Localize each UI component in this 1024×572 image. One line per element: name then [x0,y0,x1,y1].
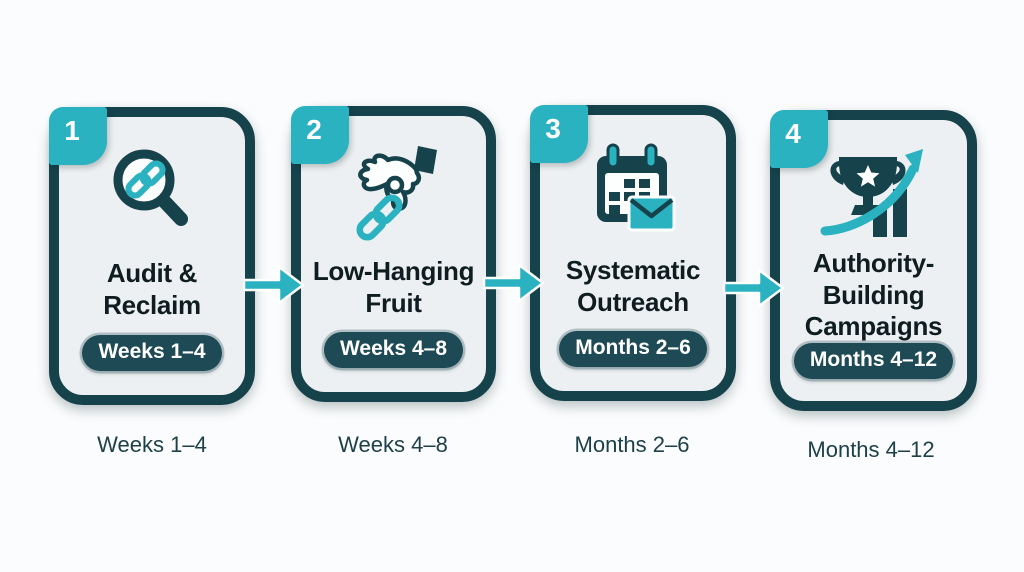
step-card-authority-building: 4 Authority- Building Campaigns Months 4… [770,110,977,411]
duration-pill: Weeks 1–4 [82,335,222,371]
trophy-growth-icon [819,142,929,248]
step-number-badge: 3 [530,105,588,163]
hand-picking-link-icon [344,138,444,244]
step-title: Audit & Reclaim [103,258,201,320]
step-title: Low-Hanging Fruit [312,256,475,318]
step-number-badge: 1 [49,107,107,165]
duration-pill: Months 2–6 [559,331,707,367]
step-card-systematic-outreach: 3 Systematic Outreach Months 2 [530,105,736,401]
step-number-badge: 4 [770,110,828,168]
arrow-right-icon [723,268,785,308]
timeline-label: Months 4–12 [807,437,935,462]
arrow-right-icon [243,265,305,305]
step-title: Authority- Building Campaigns [804,248,943,342]
timeline-label: Weeks 4–8 [338,432,448,457]
duration-pill: Months 4–12 [793,343,954,380]
step-card-audit-reclaim: 1 Audit & Reclaim Weeks 1–4 [49,107,255,405]
step-card-low-hanging-fruit: 2 Low-Hanging Fruit Weeks 4–8 [291,106,496,402]
duration-pill: Weeks 4–8 [323,332,464,368]
calendar-email-icon [583,137,683,243]
arrow-right-icon [483,263,545,303]
step-number-badge: 2 [291,106,349,164]
magnifier-link-icon [102,139,202,245]
timeline-label: Months 2–6 [574,432,690,457]
step-title: Systematic Outreach [565,255,701,317]
timeline-label: Weeks 1–4 [97,432,207,457]
